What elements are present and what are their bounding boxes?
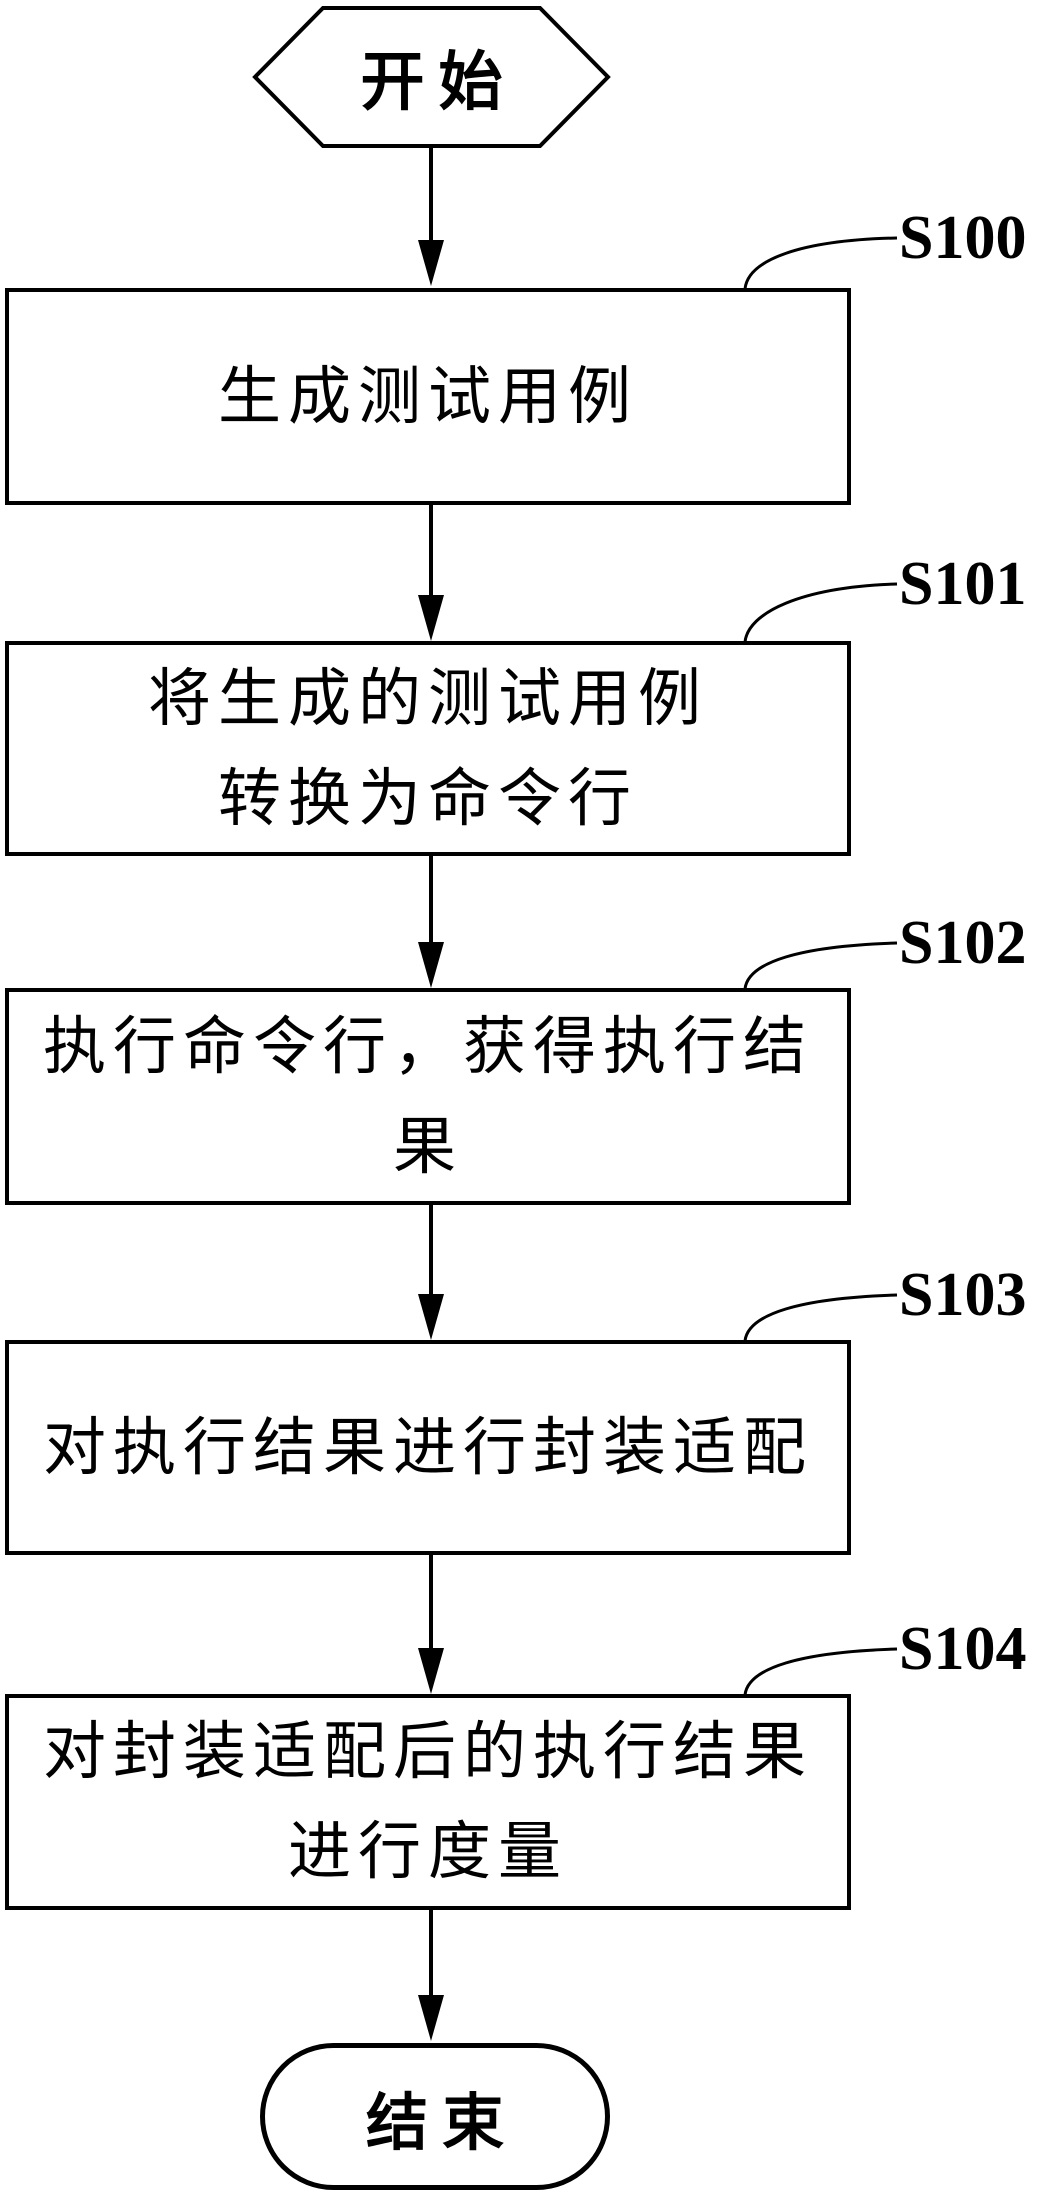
leader-line <box>743 236 898 290</box>
step-text: 进行度量 <box>288 1817 568 1887</box>
start-terminator: 开始 <box>255 8 608 146</box>
step-ref-label: S104 <box>899 1615 1027 1683</box>
leader-line <box>743 1647 898 1696</box>
flow-arrow-icon <box>418 146 444 286</box>
step-ref-s100: S100 <box>899 207 1049 269</box>
step-text: 果 <box>393 1111 463 1182</box>
step-text: 生成测试用例 <box>218 361 638 432</box>
step-ref-s101: S101 <box>899 553 1049 615</box>
flow-arrow-icon <box>418 854 444 988</box>
start-hexagon-shape <box>252 6 611 148</box>
flow-arrow-icon <box>418 503 444 641</box>
step-box-s103: 对执行结果进行封装适配 <box>5 1340 851 1555</box>
flow-arrow-icon <box>418 1908 444 2041</box>
step-text: 对执行结果进行封装适配 <box>43 1412 813 1483</box>
step-text: 执行命令行，获得执行结 <box>43 1011 813 1082</box>
leader-line <box>743 1293 898 1342</box>
step-ref-s103: S103 <box>899 1264 1049 1326</box>
leader-line <box>743 941 898 990</box>
step-ref-s102: S102 <box>899 912 1049 974</box>
step-text: 将生成的测试用例 <box>148 663 708 734</box>
end-label: 结束 <box>365 2089 518 2158</box>
step-text: 对封装适配后的执行结果 <box>43 1717 813 1787</box>
step-box-s104: 对封装适配后的执行结果 进行度量 <box>5 1694 851 1910</box>
flow-arrow-icon <box>418 1203 444 1340</box>
step-ref-label: S100 <box>899 204 1027 272</box>
flow-arrow-icon <box>418 1553 444 1694</box>
leader-line <box>743 582 898 643</box>
step-ref-s104: S104 <box>899 1618 1049 1680</box>
step-ref-label: S102 <box>899 909 1027 977</box>
step-ref-label: S103 <box>899 1261 1027 1329</box>
step-box-s101: 将生成的测试用例 转换为命令行 <box>5 641 851 856</box>
step-text: 转换为命令行 <box>218 763 638 834</box>
start-label: 开始 <box>360 47 517 118</box>
step-ref-label: S101 <box>899 550 1027 618</box>
end-terminator: 结束 <box>260 2043 610 2190</box>
step-box-s102: 执行命令行，获得执行结 果 <box>5 988 851 1205</box>
step-box-s100: 生成测试用例 <box>5 288 851 505</box>
